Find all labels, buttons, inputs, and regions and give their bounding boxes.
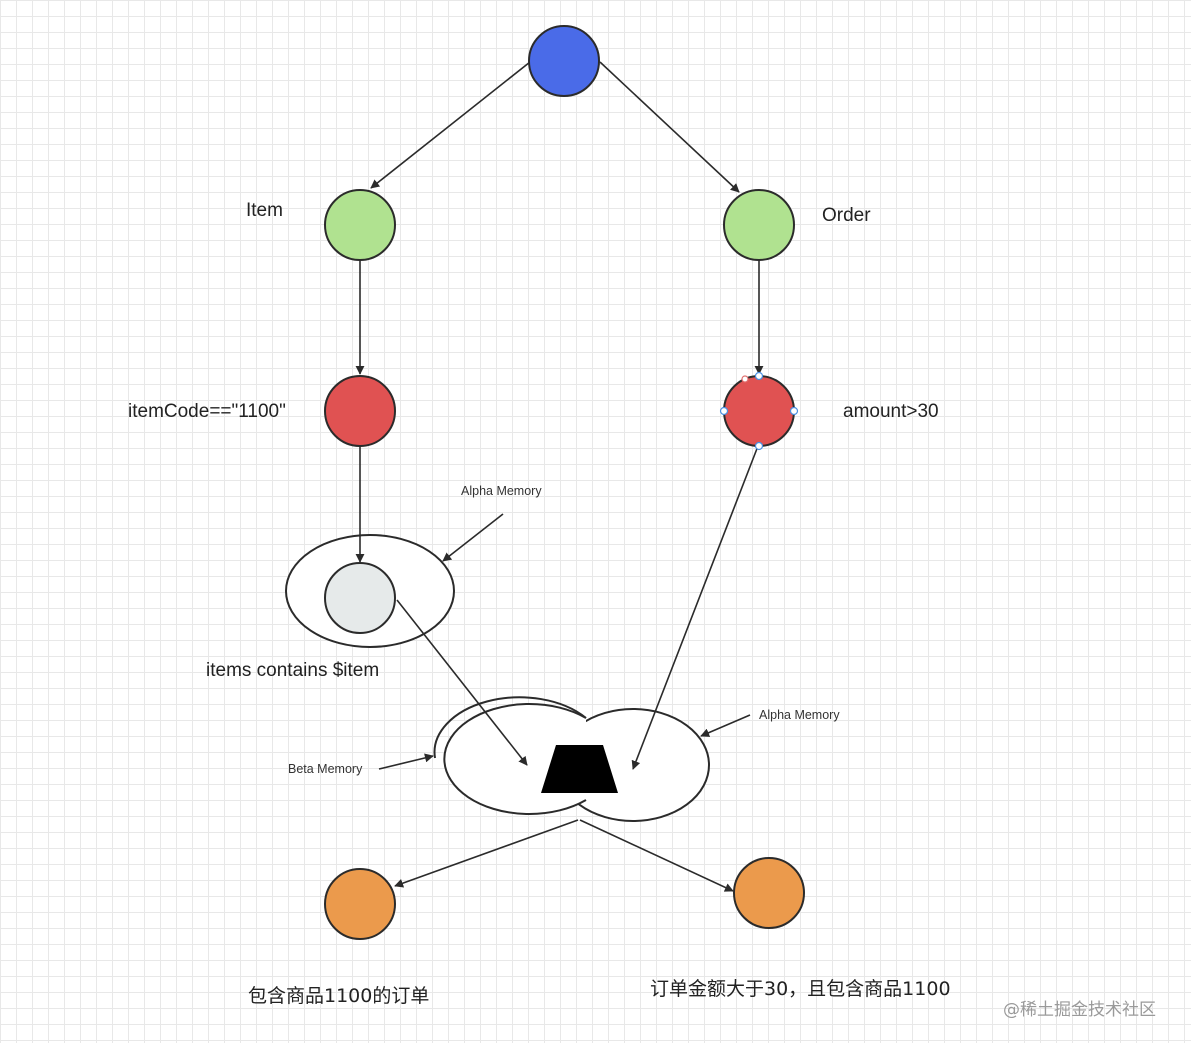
- order-condition-node: [723, 375, 795, 447]
- selection-handle-left[interactable]: [719, 406, 729, 416]
- order-type-node: [723, 189, 795, 261]
- result-left-node: [324, 868, 396, 940]
- label-alpha-memory-right: Alpha Memory: [759, 708, 840, 722]
- root-node: [528, 25, 600, 97]
- selection-handle-right[interactable]: [789, 406, 799, 416]
- pointer-alpha-memory-left: [442, 513, 504, 562]
- item-condition-node: [324, 375, 396, 447]
- watermark: @稀土掘金技术社区: [1003, 1000, 1156, 1020]
- edge-join-result-left: [394, 819, 579, 888]
- beta-memory-ellipse-outline: [433, 696, 587, 759]
- label-items-contains: items contains $item: [206, 660, 380, 681]
- selection-handle-top[interactable]: [754, 371, 764, 381]
- label-order-condition: amount>30: [843, 401, 939, 422]
- edge-order-condition-join: [631, 445, 759, 770]
- result-right-node: [733, 857, 805, 929]
- edge-root-item: [370, 61, 531, 189]
- label-beta-memory: Beta Memory: [288, 762, 363, 776]
- pointer-alpha-memory-right: [700, 714, 751, 737]
- item-memory-node: [324, 562, 396, 634]
- label-item: Item: [246, 200, 283, 221]
- label-order: Order: [822, 205, 871, 226]
- label-result-right: 订单金额大于30，且包含商品1100: [650, 978, 951, 1000]
- edge-join-result-right: [579, 819, 734, 892]
- edge-memory-join: [396, 599, 528, 766]
- selection-handle-bottom[interactable]: [754, 441, 764, 451]
- item-type-node: [324, 189, 396, 261]
- label-item-condition: itemCode=="1100": [128, 401, 286, 422]
- pointer-beta-memory: [378, 753, 434, 770]
- label-alpha-memory-left: Alpha Memory: [461, 484, 542, 498]
- label-result-left: 包含商品1100的订单: [248, 985, 430, 1007]
- join-node: [541, 745, 618, 793]
- rotate-handle[interactable]: [741, 375, 749, 383]
- edge-root-order: [599, 61, 740, 193]
